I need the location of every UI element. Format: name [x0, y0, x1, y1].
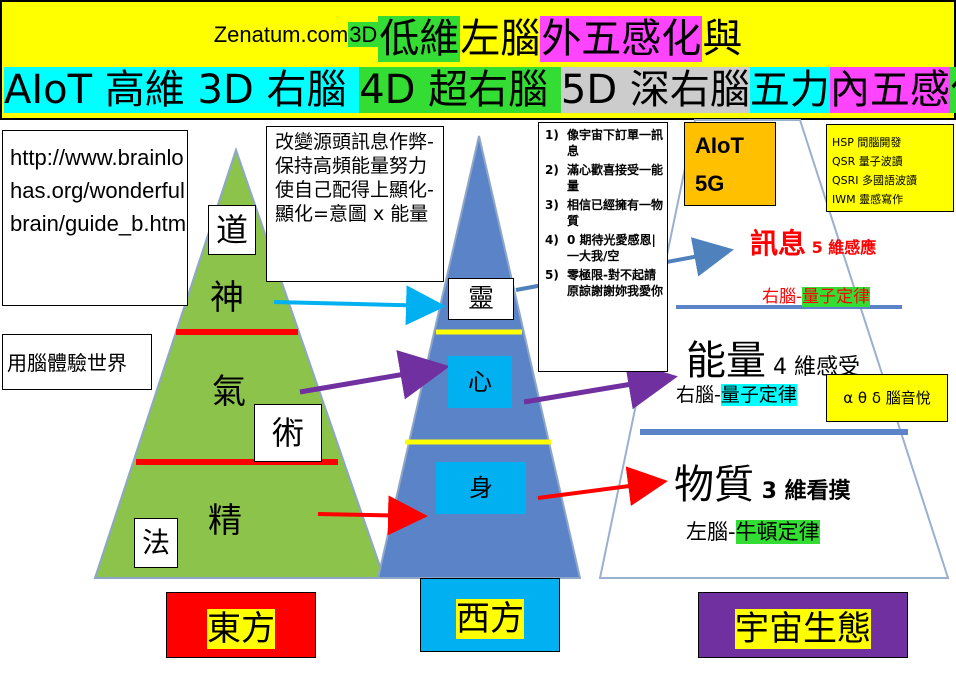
east-caption: 東方 [207, 609, 275, 649]
east-label-shen: 神 [210, 278, 244, 318]
west-label-shen: 身 [436, 462, 526, 514]
cosmos-frame [598, 119, 950, 579]
info-sub: 5 維感應 [806, 238, 877, 257]
matter-sub: 3 維看摸 [754, 479, 851, 504]
energy-main: 能量 [686, 338, 766, 384]
url-box[interactable]: http://www.brainlohas.org/wonderfulbrain… [2, 130, 188, 306]
east-label-shu: 術 [254, 404, 322, 462]
5g-label: 5G [695, 171, 725, 196]
step-item-3: 3)相信已經擁有一物質 [545, 198, 664, 228]
matter-label: 物質 3 維看摸 [674, 452, 851, 510]
east-pyramid [93, 146, 386, 579]
tech-box: HSP 間腦開發 QSR 量子波讀 QSRI 多國語波讀 IWM 靈感寫作 [826, 124, 954, 212]
brainwave-box: α θ δ 腦音悅 [826, 374, 948, 422]
energy-quantum-law: 量子定律 [720, 384, 797, 406]
step-item-2: 2)滿心歡喜接受一能量 [545, 163, 664, 193]
change-box: 改變源頭訊息作弊-保持高頻能量努力使自己配得上顯化-顯化=意圖 x 能量 [266, 126, 444, 282]
tech-item-qsri: QSRI 多國語波讀 [832, 174, 918, 187]
arrow-jing-to-shen [317, 495, 428, 536]
matter-main: 物質 [674, 462, 754, 508]
arrow-shen-to-ling [273, 285, 446, 326]
aiot-5g-box: AIoT 5G [684, 122, 776, 206]
east-label-dao: 道 [208, 205, 256, 255]
title-left-brain: 左腦 [460, 16, 541, 62]
title-inner-senses: 內五感 [829, 67, 950, 113]
west-label-xin: 心 [448, 356, 512, 408]
url-link[interactable]: http://www.brainlohas.org/wonderfulbrain… [10, 145, 187, 236]
info-quantum-law: 量子定律 [802, 287, 871, 307]
step-item-5: 5)零極限-對不起請原諒謝謝妳我愛你 [545, 268, 664, 298]
title-and: 與 [702, 16, 743, 62]
title-line-1: Zenatum.com3D低維左腦外五感化與 [0, 6, 956, 62]
west-label-ling: 靈 [448, 278, 514, 320]
energy-label: 能量 4 維感受 [686, 328, 860, 386]
energy-brain-law: 右腦-量子定律 [676, 384, 797, 406]
arrow-body-to-matter [537, 466, 668, 506]
title-low-dim: 低維 [378, 16, 461, 62]
east-label-fa: 法 [134, 518, 178, 568]
east-caption-box: 東方 [166, 592, 316, 658]
step-item-4: 4)0 期待光愛感恩|一大我/空 [545, 233, 656, 263]
aiot-label: AIoT [695, 133, 744, 158]
tech-item-qsr: QSR 量子波讀 [832, 155, 903, 168]
info-label: 訊息 5 維感應 [750, 222, 876, 262]
west-caption-box: 西方 [420, 578, 560, 652]
cosmos-caption: 宇宙生態 [735, 609, 871, 649]
change-text: 改變源頭訊息作弊-保持高頻能量努力使自己配得上顯化-顯化=意圖 x 能量 [275, 131, 434, 225]
steps-box: 1)像宇宙下訂單一訊息 2)滿心歡喜接受一能量 3)相信已經擁有一物質 4)0 … [538, 122, 668, 372]
tech-item-hsp: HSP 間腦開發 [832, 136, 902, 149]
brain-world-text: 用腦體驗世界 [7, 351, 127, 375]
matter-newton-law: 牛頓定律 [735, 520, 820, 544]
title-hua: 化 [949, 67, 956, 113]
title-outer-senses: 外五感化 [540, 16, 703, 62]
east-label-qi: 氣 [212, 372, 246, 412]
brain-world-box: 用腦體驗世界 [2, 334, 152, 390]
title-aiot-right-brain: AIoT 高維 3D 右腦 [4, 67, 360, 113]
site-name: Zenatum.com [213, 22, 349, 47]
arrow-xin-to-energy [523, 359, 678, 410]
title-five-powers: 五力 [749, 67, 830, 113]
title-3d: 3D [348, 22, 379, 47]
step-item-1: 1)像宇宙下訂單一訊息 [545, 128, 664, 158]
title-line-2: AIoT 高維 3D 右腦 4D 超右腦 5D 深右腦五力內五感化 [4, 62, 956, 118]
title-5d-deep-right-brain: 5D 深右腦 [560, 67, 750, 113]
west-caption: 西方 [456, 599, 524, 639]
tech-item-iwm: IWM 靈感寫作 [832, 193, 904, 206]
east-label-jing: 精 [208, 501, 242, 541]
info-main: 訊息 [750, 227, 807, 260]
cosmos-caption-box: 宇宙生態 [698, 592, 908, 658]
info-brain-law: 右腦-量子定律 [762, 287, 871, 307]
arrow-qi-to-xin [299, 350, 450, 400]
title-4d-super-right-brain: 4D 超右腦 [359, 67, 561, 113]
matter-brain-law: 左腦-牛頓定律 [686, 520, 820, 544]
